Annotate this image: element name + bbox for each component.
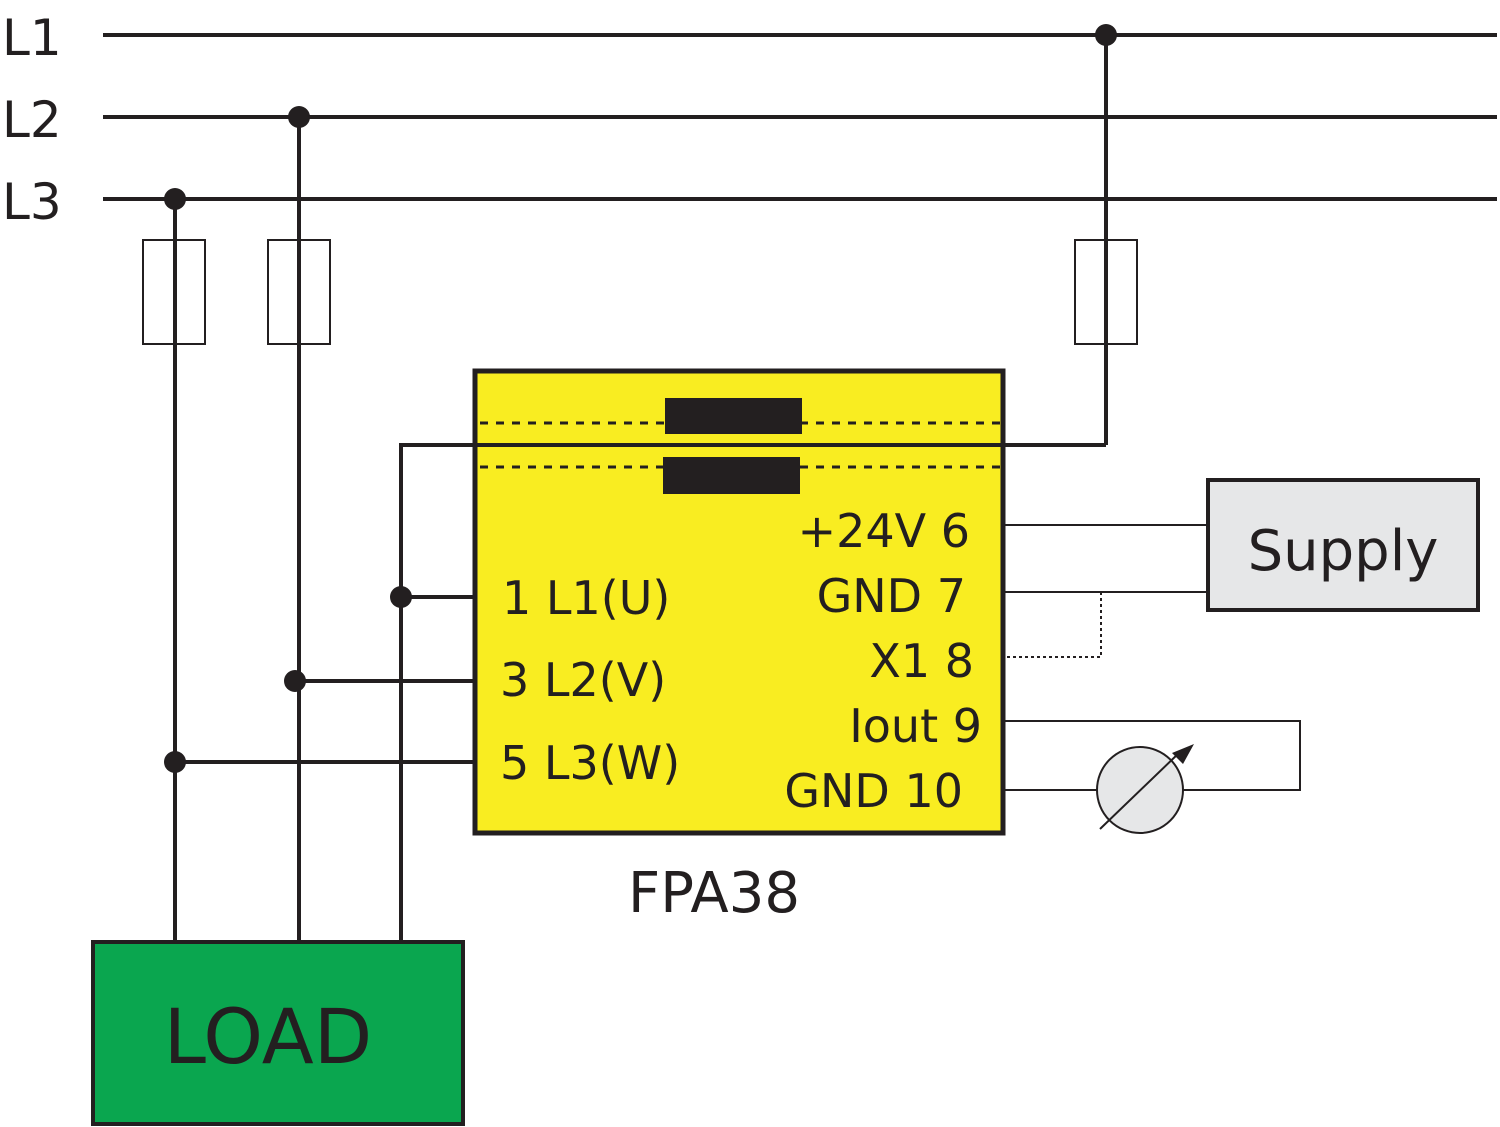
terminal-label-9: Iout 9 [849, 699, 982, 753]
terminal-label-7: GND 7 [817, 569, 966, 623]
junction-dot [390, 586, 412, 608]
junction-dot [164, 751, 186, 773]
sensor-core-top [665, 398, 802, 434]
ammeter-icon [1096, 744, 1194, 834]
bus-label-l1: L1 [2, 9, 62, 67]
load-label: LOAD [164, 992, 373, 1081]
junction-dot [288, 106, 310, 128]
junction-dot [284, 670, 306, 692]
device-name: FPA38 [628, 861, 800, 926]
sensor-core-bottom [663, 457, 800, 494]
terminal-label-10: GND 10 [784, 764, 963, 818]
bus-label-l3: L3 [2, 173, 62, 231]
junction-dot [164, 188, 186, 210]
terminal-label-6: +24V 6 [798, 504, 970, 558]
wire-l1-through-sensor [399, 443, 1106, 942]
bus-lines [103, 33, 1497, 201]
terminal-label-8: X1 8 [869, 634, 974, 688]
supply-box [1206, 478, 1480, 612]
supply-label: Supply [1248, 519, 1439, 584]
terminal-label-5: 5 L3(W) [500, 736, 680, 790]
terminal-label-3: 3 L2(V) [500, 653, 666, 707]
load-box [91, 940, 465, 1126]
optional-link-x1 [1003, 592, 1102, 658]
wire-iout-loop [1003, 720, 1301, 791]
bus-label-l2: L2 [2, 91, 62, 149]
junction-dot [1095, 24, 1117, 46]
fpa38-device [472, 368, 1006, 836]
terminal-label-1: 1 L1(U) [502, 571, 670, 625]
